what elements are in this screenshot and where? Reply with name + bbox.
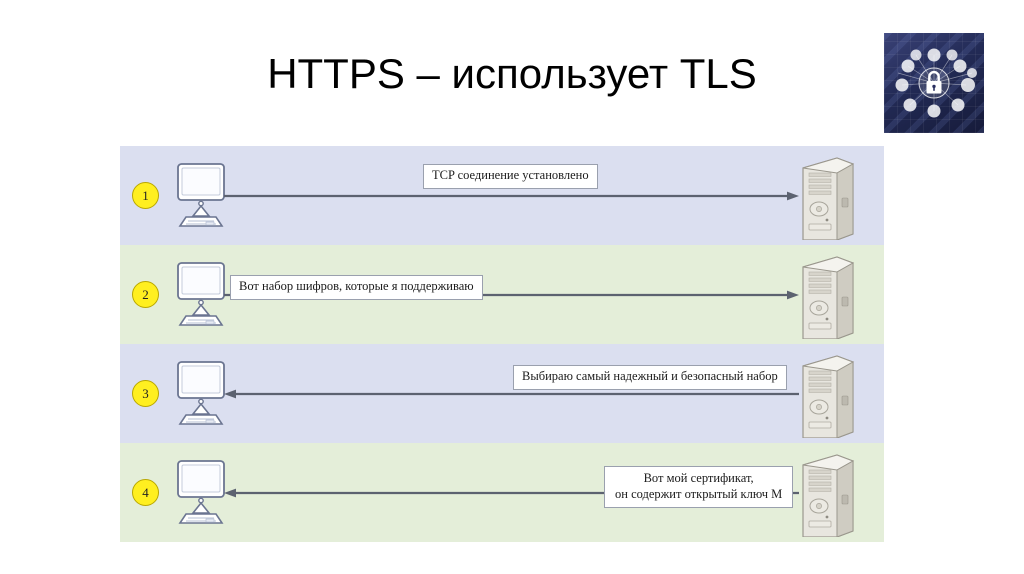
server-tower-icon — [802, 157, 855, 240]
lock-icon — [918, 67, 950, 99]
step-row: 1 TCP соединение установлено — [120, 146, 884, 245]
server-tower-icon — [802, 355, 855, 438]
step-number-badge: 2 — [132, 281, 159, 308]
step-message: TCP соединение установлено — [423, 164, 598, 189]
step-message: Вот мой сертификат, он содержит открытый… — [604, 466, 794, 509]
cyber-security-lock-network-illustration — [884, 33, 984, 133]
arrow-right — [224, 191, 799, 201]
message-line: Вот набор шифров, которые я поддерживаю — [239, 279, 474, 293]
step-number-badge: 1 — [132, 182, 159, 209]
step-number-badge: 3 — [132, 380, 159, 407]
server-tower-icon — [802, 454, 855, 537]
page-title: HTTPS – использует TLS — [267, 50, 757, 97]
step-message: Выбираю самый надежный и безопасный набо… — [513, 365, 787, 390]
client-computer-icon — [177, 163, 225, 227]
arrow-left — [224, 389, 799, 399]
step-number-badge: 4 — [132, 479, 159, 506]
client-computer-icon — [177, 361, 225, 425]
tls-handshake-sequence: 1 TCP соединение установлено — [120, 146, 884, 545]
client-computer-icon — [177, 262, 225, 326]
message-line: он содержит открытый ключ М — [615, 486, 783, 501]
message-line: Вот мой сертификат, — [643, 471, 754, 485]
message-line: TCP соединение установлено — [432, 168, 589, 182]
step-row: 3 Выбираю самый надежный и безопасный на… — [120, 344, 884, 443]
server-tower-icon — [802, 256, 855, 339]
step-row: 4 Вот мой сертификат, он содержит открыт… — [120, 443, 884, 542]
client-computer-icon — [177, 460, 225, 524]
message-line: Выбираю самый надежный и безопасный набо… — [522, 369, 778, 383]
step-message: Вот набор шифров, которые я поддерживаю — [230, 275, 483, 300]
step-row: 2 Вот набор шифров, которые я поддержива… — [120, 245, 884, 344]
